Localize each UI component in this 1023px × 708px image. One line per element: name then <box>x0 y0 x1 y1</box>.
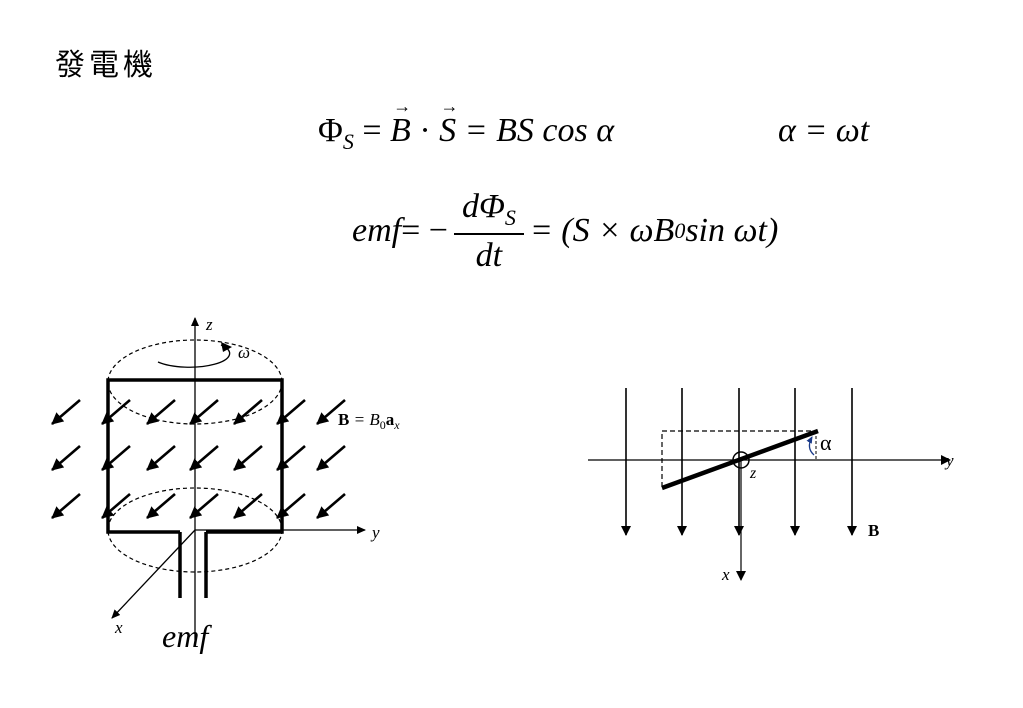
numerator-text: dΦ <box>461 188 505 225</box>
field-arrow <box>146 493 176 519</box>
field-arrow <box>316 399 346 425</box>
field-arrow <box>51 493 81 519</box>
omega-label: ω <box>238 343 250 362</box>
field-arrow <box>316 493 346 519</box>
flux-symbol: Φ <box>318 112 343 149</box>
field-arrow <box>146 399 176 425</box>
equals-minus: = − <box>401 212 448 250</box>
vector-s: S <box>439 112 456 150</box>
field-arrow <box>146 445 176 471</box>
flux-result: = BS cos α <box>456 112 615 149</box>
coil-loop <box>106 378 284 534</box>
field-equals: = B <box>349 410 380 429</box>
field-arrow <box>276 445 306 471</box>
fraction-numerator: dΦS <box>453 188 524 235</box>
field-label: B = B0ax <box>338 410 400 432</box>
derivative-fraction: dΦS dt <box>453 188 524 275</box>
field-arrow <box>316 445 346 471</box>
equals-sign: = <box>353 112 391 149</box>
field-arrow <box>51 399 81 425</box>
field-b-label: B <box>868 521 879 540</box>
field-arrow <box>233 493 263 519</box>
field-arrow <box>189 399 219 425</box>
alpha-label: α <box>820 430 832 455</box>
x-axis-label: x <box>721 565 730 584</box>
alpha-arc <box>806 436 815 456</box>
field-arrow <box>189 445 219 471</box>
flux-subscript: S <box>342 128 354 154</box>
emf-result-subscript: 0 <box>674 218 686 244</box>
field-sub0: 0 <box>380 418 386 432</box>
numerator-subscript: S <box>504 204 516 230</box>
field-lines <box>621 388 857 536</box>
emf-result-part2: sin ωt) <box>685 212 779 250</box>
vector-b: B <box>390 112 411 150</box>
field-b-symbol: B <box>338 410 349 429</box>
y-axis-label: y <box>944 451 954 470</box>
z-axis-label: z <box>749 465 757 482</box>
fraction-denominator: dt <box>475 236 503 274</box>
field-sub-x: x <box>393 418 400 432</box>
x-axis-label: x <box>114 618 123 637</box>
angle-equation: α = ωt <box>778 112 870 149</box>
emf-result-part1: = (S × ωB <box>529 212 675 250</box>
omega-rotation-arrow <box>157 344 231 368</box>
z-axis-symbol <box>732 451 750 469</box>
field-arrow <box>101 399 131 425</box>
omega-arrowhead <box>221 342 232 352</box>
emf-label: emf <box>162 618 212 654</box>
page-title: 發電機 <box>55 48 157 83</box>
field-arrow <box>276 493 306 519</box>
field-arrow <box>276 399 306 425</box>
field-arrow <box>51 445 81 471</box>
z-axis-label: z <box>205 315 213 334</box>
field-arrow <box>233 445 263 471</box>
field-arrows <box>51 399 346 519</box>
loop-edge <box>661 428 819 491</box>
field-arrow <box>101 445 131 471</box>
emf-symbol: emf <box>352 212 402 250</box>
projection-dashed <box>661 430 816 487</box>
dot-operator: · <box>410 112 440 149</box>
field-arrow <box>233 399 263 425</box>
field-arrow <box>101 493 131 519</box>
field-unit-a: a <box>386 410 395 429</box>
field-arrow <box>189 493 219 519</box>
y-axis-label: y <box>370 523 380 542</box>
flux-equation: ΦS = B · S = BS cos α <box>318 112 614 155</box>
